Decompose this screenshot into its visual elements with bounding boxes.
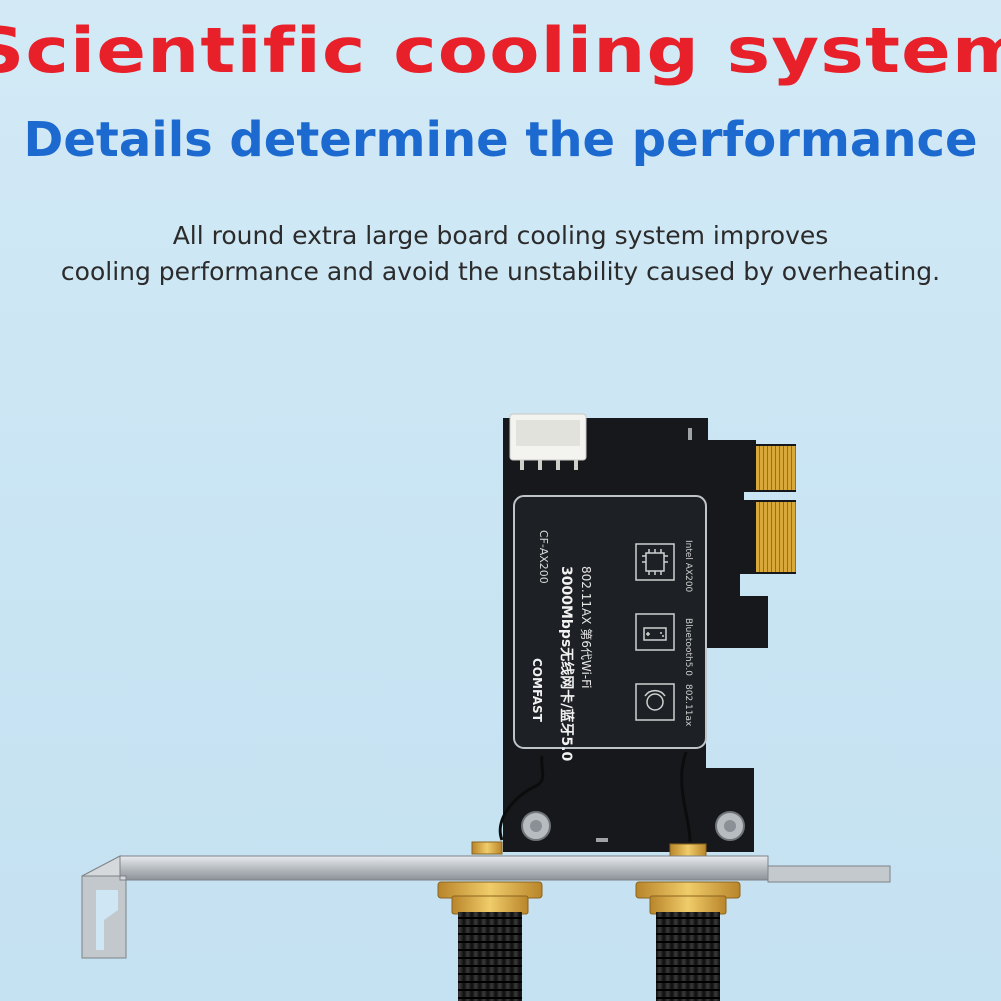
label-standard: 802.11AX 第6代Wi-Fi [579,566,593,689]
label-model: CF-AX200 [537,530,550,584]
description-line-2: cooling performance and avoid the unstab… [60,257,941,286]
description: All round extra large board cooling syst… [0,218,1001,290]
antenna-left [458,912,522,1001]
label-speed: 3000Mbps无线网卡/蓝牙5.0 [558,566,575,761]
antenna-right [656,912,720,1001]
gold-fingers-top [756,446,796,490]
label-wifi: 802.11ax [683,684,693,727]
subheadline: Details determine the performance [23,112,978,168]
bluetooth-icon [635,613,675,651]
label-bluetooth: Bluetooth5.0 [683,618,693,676]
label-brand: COMFAST [530,658,544,723]
headline: Scientific cooling system [0,14,1001,87]
wifi6-icon [635,683,675,721]
label-panel [513,495,707,749]
gold-fingers-bottom [756,502,796,572]
pcie-bracket [119,855,769,881]
chip-icon [635,543,675,581]
description-line-1: All round extra large board cooling syst… [172,221,829,250]
label-chip: Intel AX200 [683,540,693,593]
